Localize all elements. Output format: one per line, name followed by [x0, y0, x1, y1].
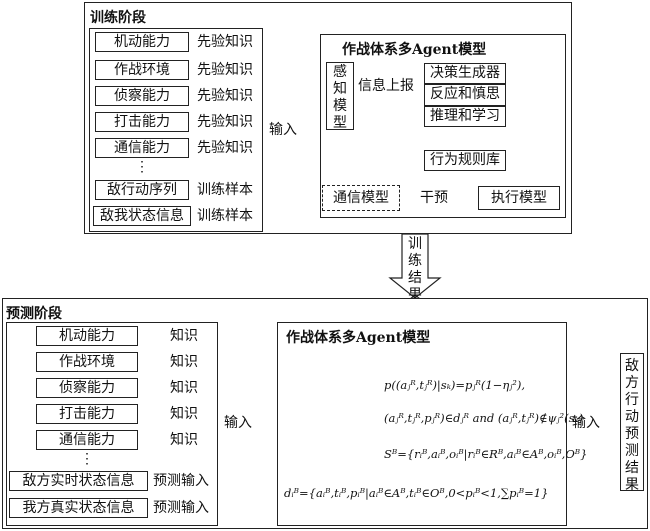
prediction-input-comm-tag: 知识 [170, 432, 198, 448]
perception-model-box: 感知模型 [326, 62, 354, 131]
training-input-comm-tag: 先验知识 [197, 140, 253, 156]
training-input-strike: 打击能力 [95, 112, 189, 132]
training-input-state-info: 敌我状态信息 [93, 206, 191, 226]
training-input-environment-tag: 先验知识 [197, 62, 253, 78]
prediction-output-box: 敌方行动预测结果 [620, 353, 644, 493]
reaction-box: 反应和慎思 [424, 84, 506, 106]
prediction-input-strike-tag: 知识 [170, 406, 198, 422]
formula-4: dᵢᴮ={aᵢᴮ,tᵢᴮ,pᵢᴮ|aᵢᴮ∈Aᴮ,tᵢᴮ∈Oᴮ,0<pᵢᴮ<1,∑… [284, 486, 549, 500]
intervene-label: 干预 [420, 190, 448, 206]
training-input-recon-tag: 先验知识 [197, 88, 253, 104]
train-result-arrow [388, 233, 442, 299]
training-input-maneuver: 机动能力 [95, 32, 189, 52]
training-input-environment: 作战环境 [95, 60, 189, 80]
formula-1: p((aⱼᴿ,tⱼᴿ)|sₖ)=pⱼᴿ(1−ηⱼ²), [384, 378, 525, 392]
decision-generator-box: 决策生成器 [424, 63, 506, 84]
rule-base-box: 行为规则库 [424, 150, 506, 171]
prediction-input-enemy-realtime: 敌方实时状态信息 [9, 471, 148, 491]
prediction-output-label: 敌方行动预测结果 [625, 358, 639, 493]
formula-3: Sᴮ={rᵢᴮ,aᵢᴮ,oᵢᴮ|rᵢᴮ∈Rᴮ,aᵢᴮ∈Aᴮ,oᵢᴮ,Oᴮ} [384, 447, 588, 461]
training-input-arrow-label: 输入 [269, 122, 297, 138]
prediction-input-comm: 通信能力 [36, 430, 138, 450]
training-stage-title: 训练阶段 [90, 10, 146, 26]
prediction-ellipsis: ⋮ [80, 451, 94, 467]
prediction-input-recon: 侦察能力 [36, 378, 138, 398]
perception-model-label: 感知模型 [333, 64, 347, 131]
prediction-stage-title: 预测阶段 [6, 306, 62, 322]
prediction-input-maneuver-tag: 知识 [170, 328, 198, 344]
prediction-model-panel [277, 322, 567, 526]
prediction-output-arrow-label: 输入 [572, 415, 600, 431]
train-result-label: 训练结果 [406, 236, 424, 304]
info-report-label: 信息上报 [358, 78, 414, 94]
training-ellipsis: ⋮ [135, 159, 149, 175]
prediction-input-environment: 作战环境 [36, 352, 138, 372]
training-input-maneuver-tag: 先验知识 [197, 34, 253, 50]
prediction-input-own-state: 我方真实状态信息 [9, 498, 148, 518]
prediction-input-arrow-label: 输入 [224, 415, 252, 431]
prediction-input-environment-tag: 知识 [170, 354, 198, 370]
execution-model-box: 执行模型 [478, 186, 560, 210]
prediction-input-maneuver: 机动能力 [36, 326, 138, 346]
prediction-input-strike: 打击能力 [36, 404, 138, 424]
prediction-input-own-state-tag: 预测输入 [153, 500, 209, 516]
communication-model-box: 通信模型 [322, 185, 400, 211]
training-input-strike-tag: 先验知识 [197, 114, 253, 130]
reasoning-box: 推理和学习 [424, 106, 506, 127]
prediction-input-recon-tag: 知识 [170, 380, 198, 396]
training-input-state-info-tag: 训练样本 [197, 208, 253, 224]
training-model-title: 作战体系多Agent模型 [342, 42, 487, 58]
training-input-comm: 通信能力 [95, 138, 189, 158]
training-input-recon: 侦察能力 [95, 86, 189, 106]
prediction-model-title: 作战体系多Agent模型 [286, 330, 431, 346]
formula-2: (aⱼᴿ,tⱼᴿ,pⱼᴿ)∈dⱼᴿ and (aⱼᴿ,tⱼᴿ)∉ψⱼ²(sₖ) [384, 411, 584, 425]
prediction-input-enemy-realtime-tag: 预测输入 [153, 473, 209, 489]
training-input-enemy-sequence: 敌行动序列 [95, 180, 189, 200]
train-result-text: 训练结果 [408, 236, 422, 303]
training-input-enemy-sequence-tag: 训练样本 [197, 182, 253, 198]
